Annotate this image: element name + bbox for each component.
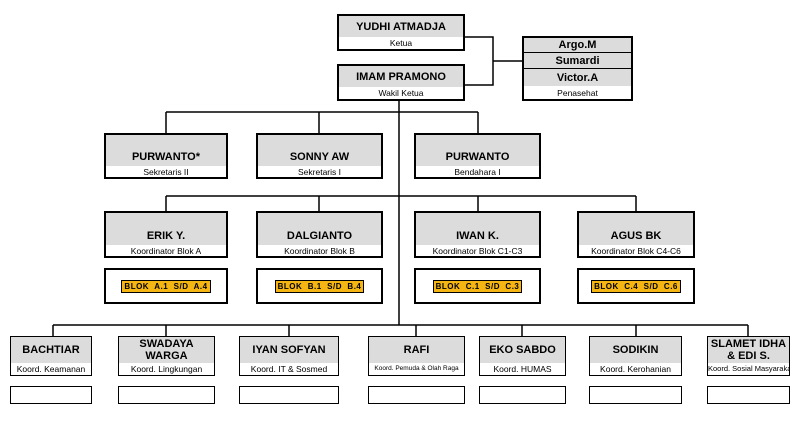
division-coordinator-box: RAFI Koord. Pemuda & Olah Raga (368, 336, 465, 376)
block-range-label: BLOK B.1 S/D B.4 (274, 279, 365, 293)
division-coordinator-box: SODIKIN Koord. Kerohanian (589, 336, 682, 376)
vice-chairman-role: Wakil Ketua (339, 87, 463, 99)
division-coordinator-name: SWADAYA WARGA (119, 337, 214, 364)
advisors-role: Penasehat (524, 86, 631, 99)
block-coordinator-box: IWAN K. Koordinator Blok C1-C3 (414, 211, 541, 258)
advisor-name: Sumardi (524, 53, 631, 69)
block-coordinator-box: ERIK Y. Koordinator Blok A (104, 211, 228, 258)
officer-name: PURWANTO* (106, 135, 226, 167)
chairman-role: Ketua (339, 37, 463, 49)
block-range-box: BLOK C.4 S/D C.6 (577, 268, 695, 304)
advisors-box: Argo.M Sumardi Victor.A Penasehat (522, 36, 633, 101)
block-range-box: BLOK A.1 S/D A.4 (104, 268, 228, 304)
division-coordinator-box: IYAN SOFYAN Koord. IT & Sosmed (239, 336, 339, 376)
block-coordinator-name: AGUS BK (579, 213, 693, 246)
vice-chairman-box: IMAM PRAMONO Wakil Ketua (337, 64, 465, 101)
empty-member-box (368, 386, 465, 404)
division-coordinator-role: Koord. Keamanan (11, 363, 91, 375)
block-range-label: BLOK C.1 S/D C.3 (432, 279, 523, 293)
division-coordinator-box: BACHTIAR Koord. Keamanan (10, 336, 92, 376)
officer-role: Sekretaris II (106, 166, 226, 177)
block-coordinator-role: Koordinator Blok C1-C3 (416, 245, 539, 256)
empty-member-box (479, 386, 566, 404)
chairman-name: YUDHI ATMADJA (339, 16, 463, 39)
division-coordinator-box: EKO SABDO Koord. HUMAS (479, 336, 566, 376)
block-coordinator-role: Koordinator Blok A (106, 245, 226, 256)
officer-role: Bendahara I (416, 166, 539, 177)
division-coordinator-name: RAFI (369, 337, 464, 364)
officer-box: PURWANTO* Sekretaris II (104, 133, 228, 179)
division-coordinator-role: Koord. Pemuda & Olah Raga (369, 363, 464, 375)
officer-box: SONNY AW Sekretaris I (256, 133, 383, 179)
division-coordinator-name: BACHTIAR (11, 337, 91, 364)
block-coordinator-name: ERIK Y. (106, 213, 226, 246)
officer-name: SONNY AW (258, 135, 381, 167)
officer-role: Sekretaris I (258, 166, 381, 177)
vice-chairman-name: IMAM PRAMONO (339, 66, 463, 89)
empty-member-box (707, 386, 790, 404)
division-coordinator-box: SLAMET IDHA & EDI S. Koord. Sosial Masya… (707, 336, 790, 376)
division-coordinator-name: SLAMET IDHA & EDI S. (708, 337, 789, 364)
block-coordinator-box: DALGIANTO Koordinator Blok B (256, 211, 383, 258)
officer-box: PURWANTO Bendahara I (414, 133, 541, 179)
empty-member-box (589, 386, 682, 404)
advisor-name: Argo.M (524, 38, 631, 53)
block-coordinator-role: Koordinator Blok B (258, 245, 381, 256)
division-coordinator-role: Koord. IT & Sosmed (240, 363, 338, 375)
block-coordinator-name: IWAN K. (416, 213, 539, 246)
chairman-box: YUDHI ATMADJA Ketua (337, 14, 465, 51)
empty-member-box (239, 386, 339, 404)
block-coordinator-box: AGUS BK Koordinator Blok C4-C6 (577, 211, 695, 258)
block-range-box: BLOK C.1 S/D C.3 (414, 268, 541, 304)
officer-name: PURWANTO (416, 135, 539, 167)
division-coordinator-role: Koord. Lingkungan (119, 363, 214, 375)
division-coordinator-role: Koord. HUMAS (480, 363, 565, 375)
empty-member-box (10, 386, 92, 404)
division-coordinator-name: SODIKIN (590, 337, 681, 364)
block-range-label: BLOK A.1 S/D A.4 (121, 279, 211, 293)
division-coordinator-name: EKO SABDO (480, 337, 565, 364)
block-range-box: BLOK B.1 S/D B.4 (256, 268, 383, 304)
division-coordinator-role: Koord. Sosial Masyarakat (708, 363, 789, 375)
block-coordinator-name: DALGIANTO (258, 213, 381, 246)
division-coordinator-role: Koord. Kerohanian (590, 363, 681, 375)
block-coordinator-role: Koordinator Blok C4-C6 (579, 245, 693, 256)
block-range-label: BLOK C.4 S/D C.6 (591, 279, 681, 293)
division-coordinator-name: IYAN SOFYAN (240, 337, 338, 364)
division-coordinator-box: SWADAYA WARGA Koord. Lingkungan (118, 336, 215, 376)
empty-member-box (118, 386, 215, 404)
